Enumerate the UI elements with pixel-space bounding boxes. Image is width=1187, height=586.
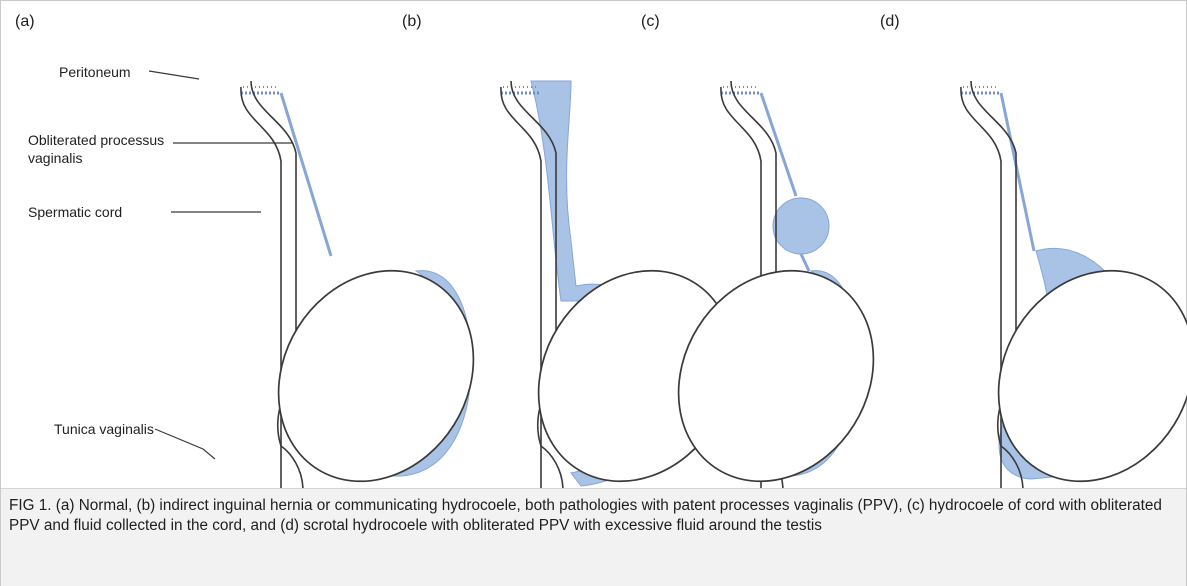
leader-lines	[149, 71, 293, 459]
caption-box: FIG 1. (a) Normal, (b) indirect inguinal…	[1, 488, 1186, 586]
panel-label-c: (c)	[641, 13, 660, 31]
annotation-peritoneum: Peritoneum	[59, 63, 131, 81]
annotation-obliterated-line2: vaginalis	[28, 150, 82, 166]
panel-label-a: (a)	[15, 13, 35, 31]
annotation-spermatic-cord: Spermatic cord	[28, 203, 122, 221]
hydrocoele-illustration	[1, 1, 1187, 488]
panel-d-drawing	[960, 81, 1187, 488]
annotation-obliterated-processus: Obliterated processus vaginalis	[28, 131, 164, 167]
panel-label-d: (d)	[880, 13, 900, 31]
annotation-tunica-vaginalis: Tunica vaginalis	[54, 420, 154, 438]
panel-a-drawing	[240, 81, 513, 488]
figure-caption: FIG 1. (a) Normal, (b) indirect inguinal…	[9, 496, 1174, 536]
annotation-obliterated-line1: Obliterated processus	[28, 132, 164, 148]
panel-label-b: (b)	[402, 13, 422, 31]
